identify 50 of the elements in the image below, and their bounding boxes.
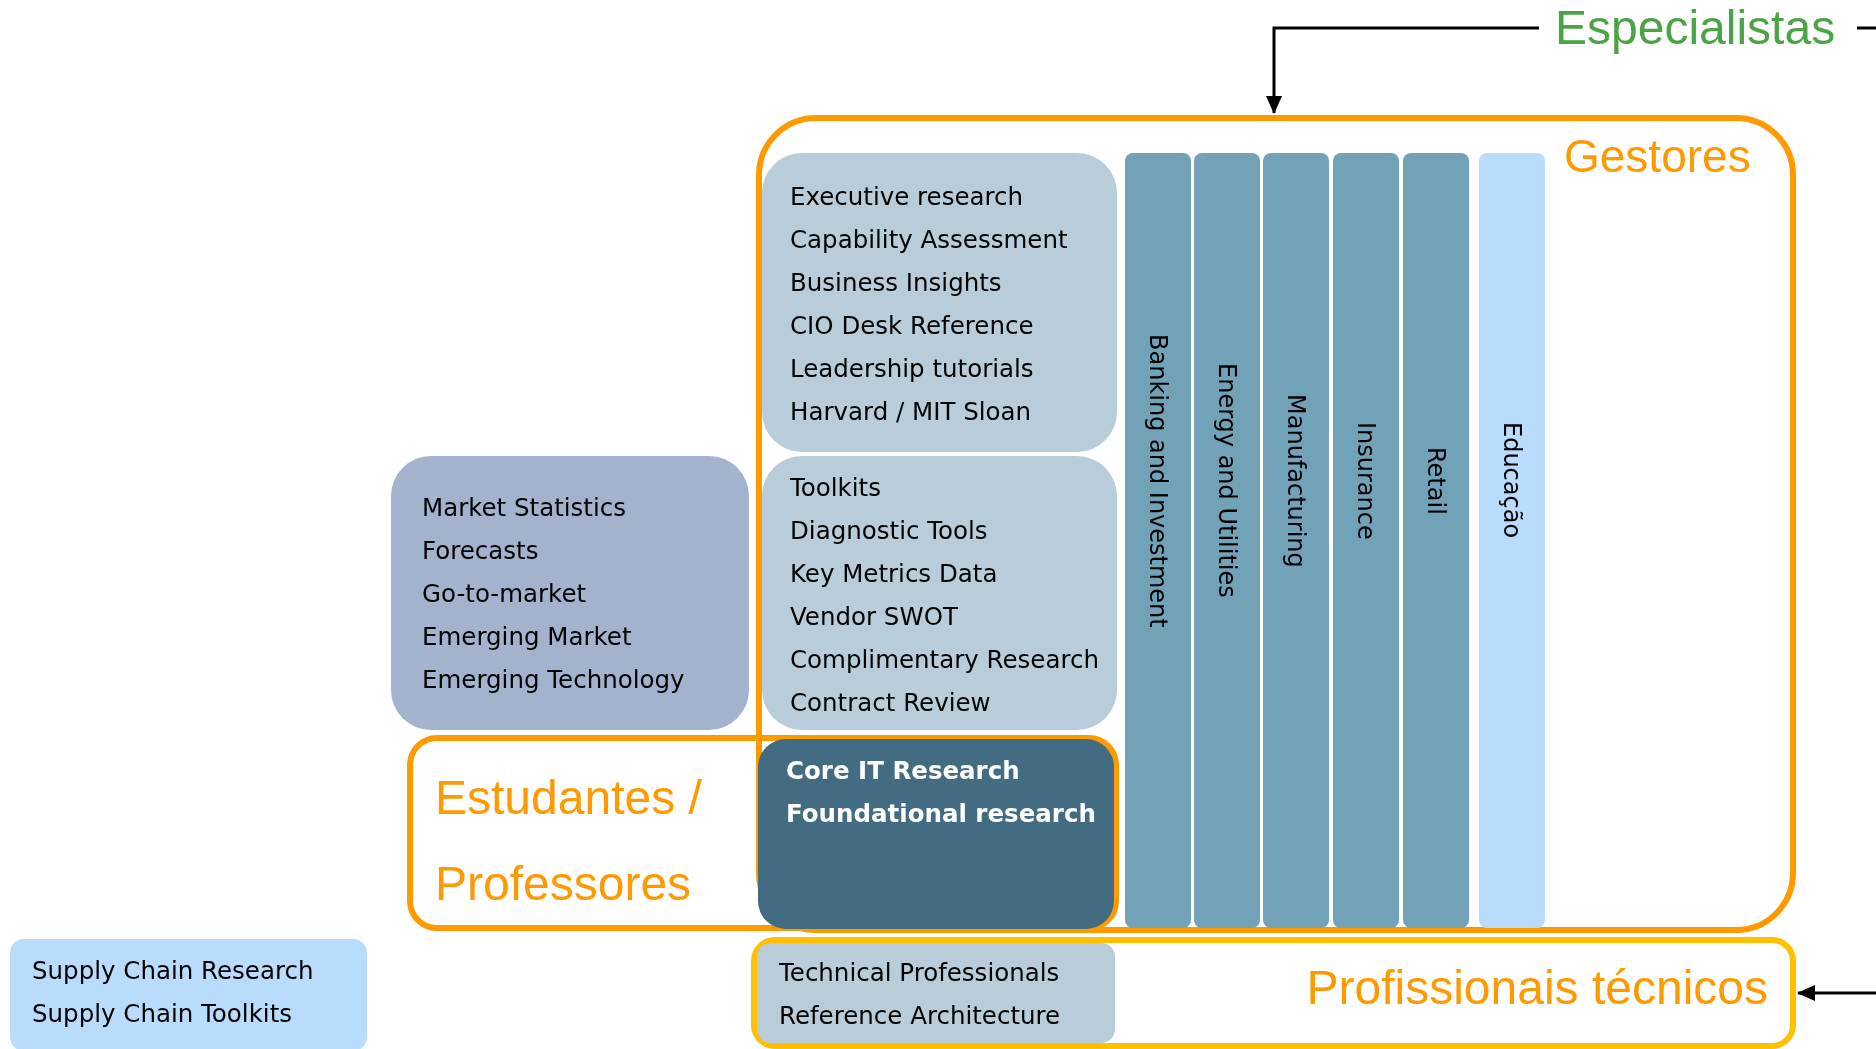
group-heading: Profissionais técnicos [1306, 960, 1768, 1016]
industry-bar [1479, 153, 1545, 928]
list-item: Reference Architecture [779, 1000, 1061, 1032]
list-item: Business Insights [790, 267, 1002, 299]
list-item: Complimentary Research [790, 644, 1099, 676]
industry-bar [1194, 153, 1260, 928]
connector-line [1857, 26, 1876, 30]
content-panel [391, 456, 749, 730]
content-panel [758, 739, 1114, 929]
group-heading: Estudantes / Professores [435, 770, 703, 912]
content-panel [10, 939, 367, 1049]
industry-bar [1125, 153, 1191, 928]
content-panel [762, 153, 1117, 452]
list-item: Supply Chain Research [32, 955, 314, 987]
industry-bar [1333, 153, 1399, 928]
list-item: Emerging Technology [422, 664, 685, 696]
list-item: Supply Chain Toolkits [32, 998, 292, 1030]
group-label: Especialistas [1555, 1, 1836, 54]
audience-frame [756, 115, 1796, 933]
list-item: Contract Review [790, 687, 991, 719]
content-panel [762, 456, 1117, 730]
list-item: Go-to-market [422, 578, 587, 610]
list-item: Foundational research [786, 798, 1096, 830]
bar-label: Banking and Investment [1144, 333, 1172, 628]
list-item: CIO Desk Reference [790, 310, 1034, 342]
industry-bar [1263, 153, 1329, 928]
list-item: Diagnostic Tools [790, 515, 988, 547]
content-panel [757, 943, 1115, 1043]
list-item: Technical Professionals [779, 957, 1060, 989]
list-item: Capability Assessment [790, 224, 1068, 256]
audience-frame [751, 937, 1796, 1049]
list-item: Forecasts [422, 535, 539, 567]
bar-label: Manufacturing [1282, 393, 1310, 568]
list-item: Key Metrics Data [790, 558, 998, 590]
bar-label: Educação [1498, 422, 1526, 539]
list-item: Emerging Market [422, 621, 632, 653]
arrow [1266, 26, 1539, 114]
list-item: Core IT Research [786, 755, 1020, 787]
group-heading: Gestores [1564, 131, 1751, 182]
list-item: Vendor SWOT [790, 601, 958, 633]
bar-label: Insurance [1352, 421, 1380, 540]
list-item: Harvard / MIT Sloan [790, 396, 1032, 428]
list-item: Market Statistics [422, 492, 626, 524]
bar-label: Retail [1422, 446, 1450, 515]
list-item: Executive research [790, 181, 1024, 213]
bar-label: Energy and Utilities [1213, 363, 1241, 598]
arrow [1797, 985, 1876, 1001]
list-item: Toolkits [790, 472, 881, 504]
list-item: Leadership tutorials [790, 353, 1034, 385]
industry-bar [1403, 153, 1469, 928]
